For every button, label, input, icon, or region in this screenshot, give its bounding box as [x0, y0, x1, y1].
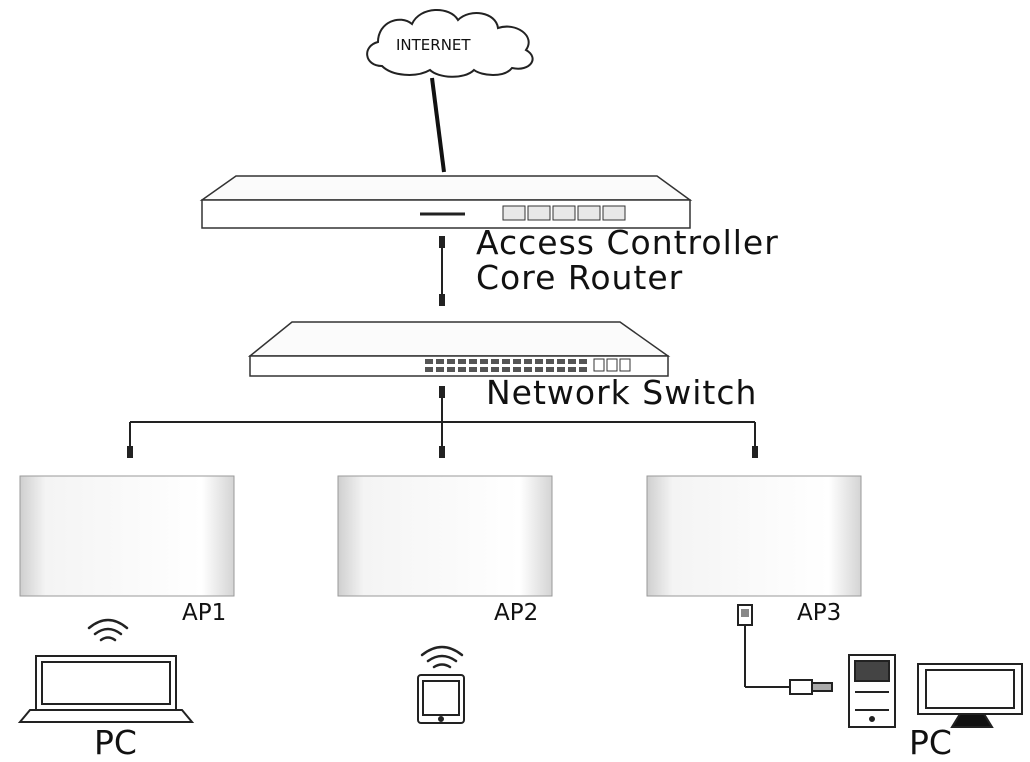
router-label-line1: Access Controller: [476, 223, 779, 262]
switch-to-ap-cables: [127, 386, 758, 458]
access-controller-router-device: [199, 175, 693, 229]
ap2-label: AP2: [494, 600, 539, 626]
access-point-2-device: [337, 475, 553, 597]
access-point-1-device: [19, 475, 235, 597]
desktop-pc-label: PC: [909, 723, 952, 762]
switch-label: Network Switch: [486, 373, 758, 412]
ap1-label: AP1: [182, 600, 227, 626]
router-label-line2: Core Router: [476, 258, 684, 297]
internet-label: INTERNET: [396, 36, 471, 54]
ethernet-cable-icon: [737, 604, 833, 695]
uplink-cable: [430, 77, 446, 173]
smartphone-icon: [417, 674, 465, 724]
access-point-3-device: [646, 475, 862, 597]
internet-cloud-icon: [366, 8, 534, 78]
network-switch-device: [247, 321, 671, 377]
monitor-icon: [917, 663, 1023, 728]
wifi-icon: [87, 618, 129, 642]
laptop-pc-label: PC: [94, 723, 137, 762]
ap3-label: AP3: [797, 600, 842, 626]
router-to-switch-cable: [439, 236, 445, 306]
wifi-icon: [420, 645, 464, 669]
desktop-tower-icon: [848, 654, 896, 728]
laptop-icon: [17, 655, 195, 723]
